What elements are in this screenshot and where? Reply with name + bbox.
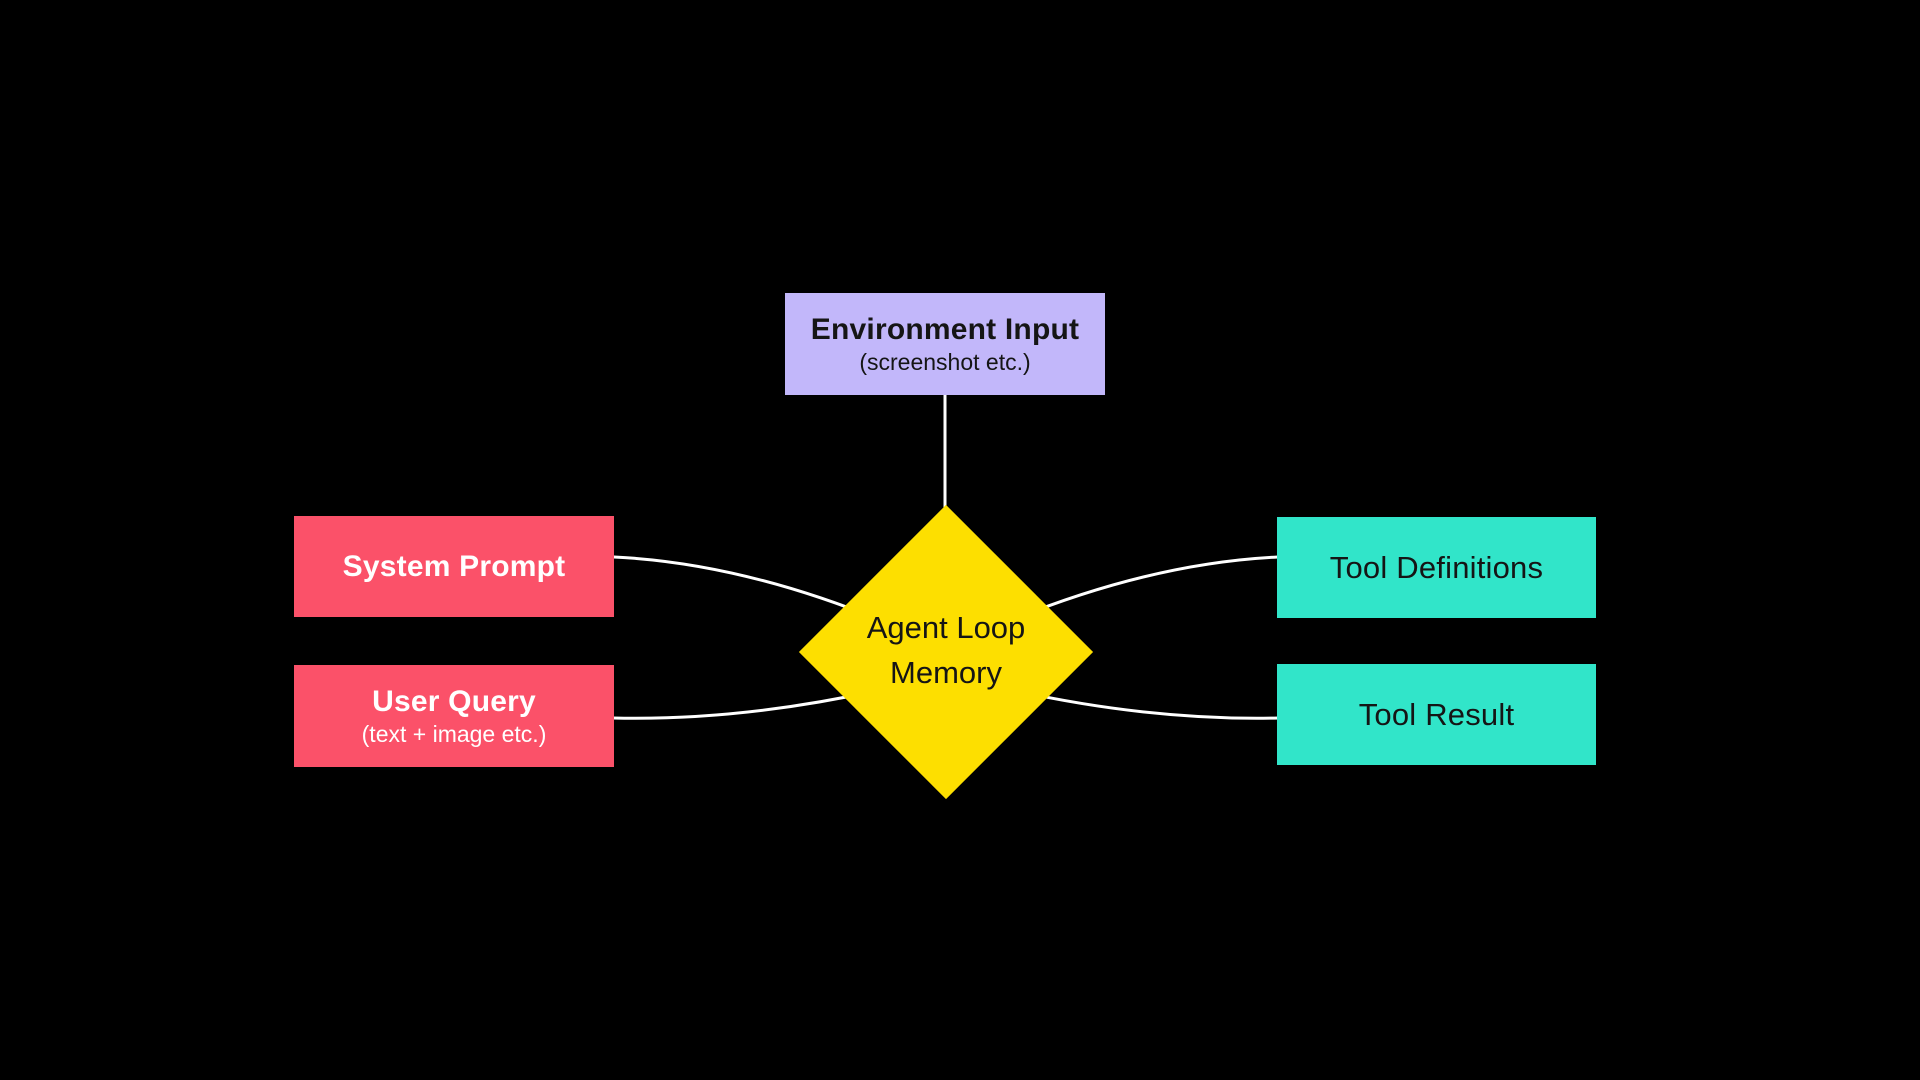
tool-definitions-title: Tool Definitions	[1329, 549, 1544, 585]
environment-input-title: Environment Input	[810, 312, 1080, 346]
system-prompt-title: System Prompt	[342, 549, 566, 583]
tool-result-title: Tool Result	[1358, 696, 1515, 732]
node-system-prompt: System Prompt	[294, 516, 614, 617]
user-query-title: User Query	[372, 684, 536, 718]
node-user-query: User Query (text + image etc.)	[294, 665, 614, 767]
environment-input-subtitle: (screenshot etc.)	[859, 348, 1031, 375]
user-query-subtitle: (text + image etc.)	[361, 720, 547, 747]
node-environment-input: Environment Input (screenshot etc.)	[785, 293, 1105, 395]
agent-loop-memory-line2: Memory	[890, 655, 1002, 690]
node-tool-result: Tool Result	[1277, 664, 1596, 765]
agent-loop-memory-label: Agent Loop Memory	[796, 605, 1096, 695]
agent-loop-memory-line1: Agent Loop	[866, 610, 1026, 645]
node-tool-definitions: Tool Definitions	[1277, 517, 1596, 618]
